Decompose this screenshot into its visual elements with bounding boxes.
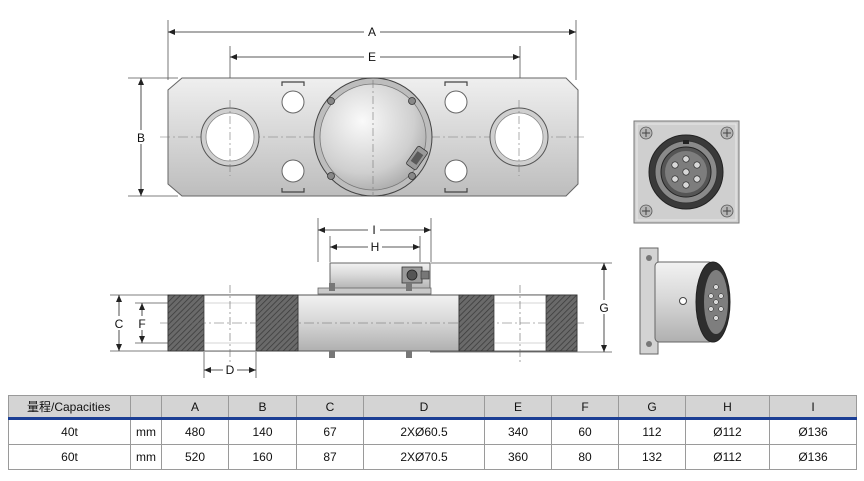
label-i: I (372, 223, 375, 237)
table-cell: 2XØ60.5 (363, 417, 485, 445)
table-cell: 112 (618, 417, 686, 445)
label-c: C (115, 317, 124, 331)
table-cell: 140 (228, 417, 297, 445)
table-row: 40t mm 480 140 67 2XØ60.5 340 60 112 Ø11… (8, 417, 857, 445)
table-cell: 160 (228, 444, 297, 470)
table-cell: 520 (161, 444, 229, 470)
table-cell: 67 (296, 417, 364, 445)
header-col: E (484, 395, 552, 419)
row-capacity: 60t (8, 444, 131, 470)
connector-front-view (633, 120, 740, 224)
header-capacities: 量程/Capacities (8, 395, 131, 419)
table-cell: 60 (551, 417, 619, 445)
side-view: I H G C F (110, 218, 612, 378)
header-col: G (618, 395, 686, 419)
table-cell: Ø112 (685, 417, 770, 445)
table-cell: 340 (484, 417, 552, 445)
header-col: F (551, 395, 619, 419)
label-e: E (368, 50, 376, 64)
label-d: D (226, 363, 235, 377)
header-col: A (161, 395, 229, 419)
table-cell: 480 (161, 417, 229, 445)
header-col: H (685, 395, 770, 419)
table-cell: Ø136 (769, 444, 857, 470)
table-cell: 2XØ70.5 (363, 444, 485, 470)
table-cell: 360 (484, 444, 552, 470)
table-row: 60t mm 520 160 87 2XØ70.5 360 80 132 Ø11… (8, 444, 857, 470)
capacity-spec-table: 量程/Capacities A B C D E F G H I 40t mm 4… (8, 395, 857, 470)
label-b: B (137, 131, 145, 145)
table-cell: 80 (551, 444, 619, 470)
label-h: H (371, 240, 380, 254)
row-unit: mm (130, 444, 162, 470)
technical-drawing: A E B (110, 20, 740, 378)
row-capacity: 40t (8, 417, 131, 445)
header-col: D (363, 395, 485, 419)
connector-side-view (639, 247, 731, 355)
header-col: C (296, 395, 364, 419)
top-view: A E B (128, 20, 586, 197)
table-cell: Ø136 (769, 417, 857, 445)
cable-gland-icon (406, 145, 428, 171)
header-col: I (769, 395, 857, 419)
table-cell: Ø112 (685, 444, 770, 470)
label-a: A (368, 25, 376, 39)
label-f: F (138, 317, 145, 331)
header-unit (130, 395, 162, 419)
label-g: G (599, 301, 608, 315)
header-col: B (228, 395, 297, 419)
row-unit: mm (130, 417, 162, 445)
table-header-row: 量程/Capacities A B C D E F G H I (8, 395, 857, 419)
table-cell: 87 (296, 444, 364, 470)
table-cell: 132 (618, 444, 686, 470)
